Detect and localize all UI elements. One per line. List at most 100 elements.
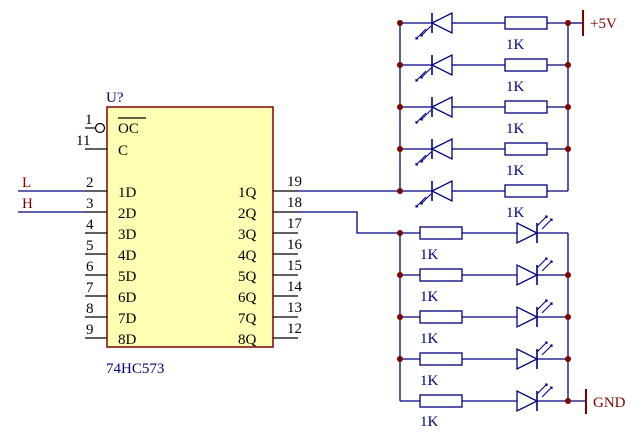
q-pins: 19 1Q 18 2Q 17 3Q 16 4Q 15 5Q 14 6Q 13 7… <box>238 174 303 348</box>
junction-dot <box>565 356 571 362</box>
latch-chip: U? 74HC573 1 OC 11 C 2 1D 3 2D 4 3D 5 4D… <box>76 90 303 377</box>
junction-dot <box>565 272 571 278</box>
input-h-label: H <box>22 196 33 212</box>
junction-dot <box>565 104 571 110</box>
led-icon <box>415 11 453 40</box>
led-icon <box>415 137 453 166</box>
junction-dot <box>397 20 403 26</box>
led-icon <box>516 383 553 413</box>
bottom-row: 1K <box>397 299 571 347</box>
chip-designator: U? <box>106 90 124 106</box>
resistor-icon <box>504 58 548 72</box>
led-icon <box>415 53 453 82</box>
d-pin-number: 2 <box>86 175 94 191</box>
input-l-label: L <box>22 175 31 191</box>
resistor-label: 1K <box>420 373 439 389</box>
q-pin-number: 17 <box>287 216 303 232</box>
led-icon <box>516 341 553 371</box>
junction-dot <box>397 230 403 236</box>
junction-dot <box>397 356 403 362</box>
chip-part-number: 74HC573 <box>106 361 164 377</box>
resistor-icon <box>419 394 463 408</box>
d-pin-label: 6D <box>118 290 137 306</box>
q-pin-number: 13 <box>287 300 302 316</box>
bottom-row: 1K <box>397 215 568 263</box>
d-pin-label: 1D <box>118 185 137 201</box>
d-pin-label: 2D <box>118 206 137 222</box>
power-label: +5V <box>590 16 617 32</box>
resistor-icon <box>504 100 548 114</box>
junction-dot <box>565 20 571 26</box>
junction-dot <box>397 146 403 152</box>
resistor-label: 1K <box>420 289 439 305</box>
resistor-label: 1K <box>506 37 525 53</box>
led-icon <box>516 257 553 287</box>
d-pin-label: 7D <box>118 311 137 327</box>
d-pin-number: 3 <box>86 196 94 212</box>
junction-dot <box>397 272 403 278</box>
top-row: 1K <box>397 137 571 179</box>
resistor-label: 1K <box>506 121 525 137</box>
q-pin-label: 6Q <box>238 290 257 306</box>
q-pin-label: 5Q <box>238 269 257 285</box>
resistor-icon <box>419 352 463 366</box>
q-pin-label: 1Q <box>238 185 257 201</box>
q-pin-label: 4Q <box>238 248 257 264</box>
bottom-row: 1K <box>400 383 571 430</box>
resistor-label: 1K <box>506 79 525 95</box>
q-pin-label: 2Q <box>238 206 257 222</box>
resistor-icon <box>504 142 548 156</box>
chip-body <box>106 106 274 348</box>
led-icon <box>415 179 453 208</box>
q2-output-wire <box>298 211 400 234</box>
junction-dot <box>397 62 403 68</box>
resistor-label: 1K <box>506 205 525 221</box>
ground-label: GND <box>593 395 626 411</box>
resistor-icon <box>419 226 463 240</box>
input-nets: L H <box>18 175 85 213</box>
q-pin-number: 19 <box>287 174 302 190</box>
junction-dot <box>565 398 571 404</box>
pin-c-label: C <box>118 143 128 159</box>
top-row: 1K <box>397 179 568 221</box>
pin-oc-inversion-bubble <box>94 122 106 134</box>
resistor-icon <box>504 184 548 198</box>
d-pin-number: 5 <box>86 238 94 254</box>
junction-dot <box>565 314 571 320</box>
resistor-label: 1K <box>420 414 439 430</box>
resistor-icon <box>419 310 463 324</box>
q-pin-label: 8Q <box>238 332 257 348</box>
d-pin-number: 4 <box>86 217 94 233</box>
top-led-bank: +5V 1K <box>397 10 617 221</box>
junction-dot <box>397 104 403 110</box>
resistor-icon <box>419 268 463 282</box>
d-pin-label: 4D <box>118 248 137 264</box>
led-icon <box>516 299 553 329</box>
bottom-led-bank: GND 1K 1K <box>397 215 626 430</box>
resistor-icon <box>504 16 548 30</box>
pin-c-number: 11 <box>76 133 90 149</box>
bottom-row: 1K <box>397 341 571 389</box>
top-row: 1K <box>397 11 571 53</box>
bottom-row: 1K <box>397 257 571 305</box>
d-pin-number: 7 <box>86 280 94 296</box>
d-pin-label: 8D <box>118 332 137 348</box>
top-row: 1K <box>397 53 571 95</box>
pin-oc-label: OC <box>118 121 139 137</box>
led-icon <box>516 215 553 245</box>
resistor-label: 1K <box>506 163 525 179</box>
pin-oc-number: 1 <box>85 112 93 128</box>
q-pin-number: 12 <box>287 321 302 337</box>
d-pin-number: 8 <box>86 301 94 317</box>
q-pin-number: 18 <box>287 195 302 211</box>
resistor-label: 1K <box>420 331 439 347</box>
junction-dot <box>565 146 571 152</box>
q-pin-number: 16 <box>287 237 303 253</box>
q-pin-label: 3Q <box>238 227 257 243</box>
junction-dot <box>397 314 403 320</box>
q-pin-number: 15 <box>287 258 302 274</box>
led-icon <box>415 95 453 124</box>
top-row: 1K <box>397 95 571 137</box>
resistor-label: 1K <box>420 247 439 263</box>
